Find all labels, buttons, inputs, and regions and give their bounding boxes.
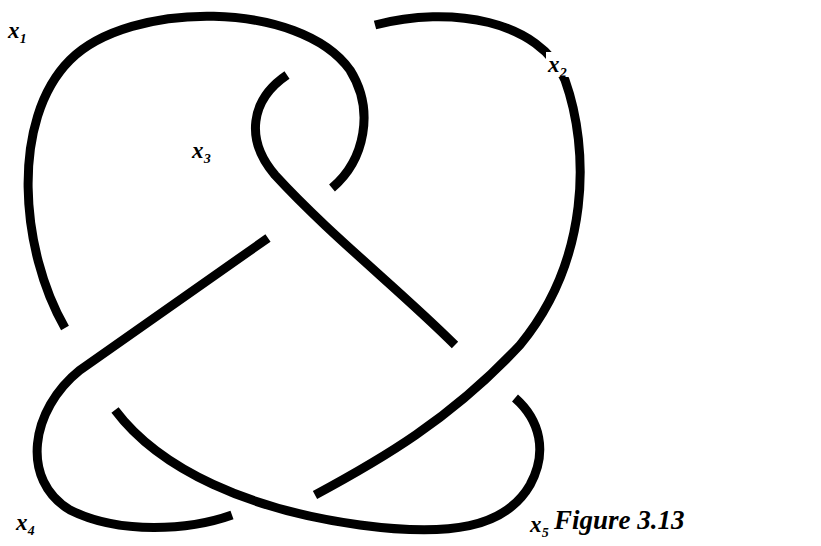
knot-strand — [315, 17, 580, 495]
strand-label: x₁ — [6, 18, 30, 43]
knot-strand — [255, 75, 455, 345]
figure-caption: Figure 3.13 — [552, 506, 687, 536]
knot-strand — [28, 16, 364, 328]
strand-label: x₄ — [14, 510, 38, 535]
knot-strand — [37, 238, 268, 528]
knot-strand — [115, 398, 540, 530]
strand-label: x₂ — [546, 52, 570, 77]
strand-label: x₃ — [190, 138, 214, 163]
strand-label: x₅ — [528, 512, 552, 537]
